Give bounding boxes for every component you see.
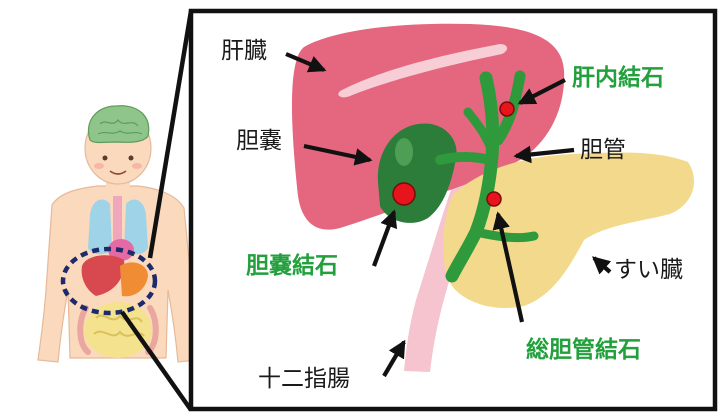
label-gallbladder: 胆嚢 [236, 130, 282, 153]
person-illustration [38, 106, 198, 362]
label-bile-duct: 胆管 [580, 139, 626, 162]
label-pancreas: すい臓 [614, 259, 683, 282]
label-gallbladder-stones: 胆嚢結石 [246, 255, 338, 278]
brain-icon [88, 106, 148, 143]
gallbladder-stone-icon [393, 183, 415, 205]
common-bile-duct-stone-icon [487, 192, 501, 206]
label-common-bile-duct-stones: 総胆管結石 [526, 339, 641, 362]
label-liver: 肝臓 [221, 40, 267, 63]
label-intrahepatic-stones: 肝内結石 [572, 67, 664, 90]
label-duodenum: 十二指腸 [258, 368, 350, 391]
intrahepatic-stone-icon [500, 102, 514, 116]
